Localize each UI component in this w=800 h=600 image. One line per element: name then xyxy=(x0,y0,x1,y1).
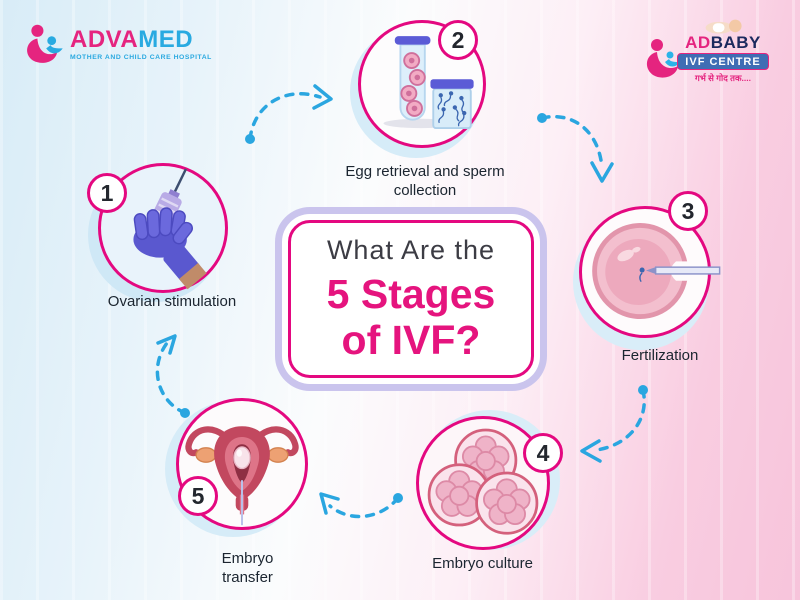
stage-4-number-badge: 4 xyxy=(523,433,563,473)
stage-4-label: Embryo culture xyxy=(432,555,533,572)
stage-1-number-badge: 1 xyxy=(87,173,127,213)
stage-1-number: 1 xyxy=(100,179,114,206)
adbaby-name: ADBABY xyxy=(660,34,786,51)
stage-4-number: 4 xyxy=(536,439,550,466)
adbaby-logo: ADBABY IVF CENTRE गर्भ से गोद तक.... xyxy=(646,16,778,84)
syringe-in-gloved-hand-icon xyxy=(133,168,207,290)
title-line-1: What Are the xyxy=(326,234,496,265)
stage-1-circle xyxy=(98,163,228,293)
advamed-logo-text: ADVAMED MOTHER AND CHILD CARE HOSPITAL xyxy=(70,22,212,62)
adbaby-name-part1: AD xyxy=(685,33,711,52)
stage-4-circle xyxy=(416,416,550,550)
adbaby-name-part2: BABY xyxy=(710,33,761,52)
stage-2-number-badge: 2 xyxy=(438,20,478,60)
stage-5-label: Embryo transfer xyxy=(221,550,274,586)
stage-1-label: Ovarian stimulation xyxy=(107,293,237,310)
sleeping-baby-icon xyxy=(705,19,742,34)
advamed-name: ADVAMED xyxy=(70,28,212,52)
adbaby-logo-text: ADBABY IVF CENTRE गर्भ से गोद तक.... xyxy=(652,16,778,84)
stage-3-number: 3 xyxy=(681,197,695,224)
mother-and-child-icon xyxy=(646,39,680,78)
egg-injection-icon xyxy=(592,223,721,320)
title-card: What Are the 5 Stages of IVF? xyxy=(288,220,534,378)
stage-5-number: 5 xyxy=(191,482,205,509)
advamed-name-part1: ADVA xyxy=(70,26,139,53)
arrow-stage1-to-stage2-icon xyxy=(245,84,333,144)
stage-2-number: 2 xyxy=(451,26,465,53)
advamed-logo: ADVAMED MOTHER AND CHILD CARE HOSPITAL xyxy=(22,22,212,66)
advamed-name-part2: MED xyxy=(138,26,194,53)
stage-5-number-badge: 5 xyxy=(178,476,218,516)
advamed-tagline: MOTHER AND CHILD CARE HOSPITAL xyxy=(70,54,212,61)
arrow-stage2-to-stage3-icon xyxy=(537,113,614,183)
egg-tube-and-sperm-jar-icon xyxy=(383,36,474,130)
arrow-stage4-to-stage5-icon xyxy=(319,492,403,519)
uterus-catheter-icon xyxy=(185,426,299,526)
adbaby-tagline: गर्भ से गोद तक.... xyxy=(695,73,751,83)
stage-3-number-badge: 3 xyxy=(668,191,708,231)
stage-3-label: Fertilization xyxy=(621,347,699,364)
mother-and-child-icon xyxy=(27,24,63,63)
title-line-2: 5 Stages xyxy=(326,270,496,317)
adbaby-ribbon: IVF CENTRE xyxy=(677,53,769,70)
stage-2-label: Egg retrieval and sperm collection xyxy=(345,163,505,199)
title-line-3: of IVF? xyxy=(341,316,481,363)
arrow-stage3-to-stage4-icon xyxy=(580,385,648,463)
